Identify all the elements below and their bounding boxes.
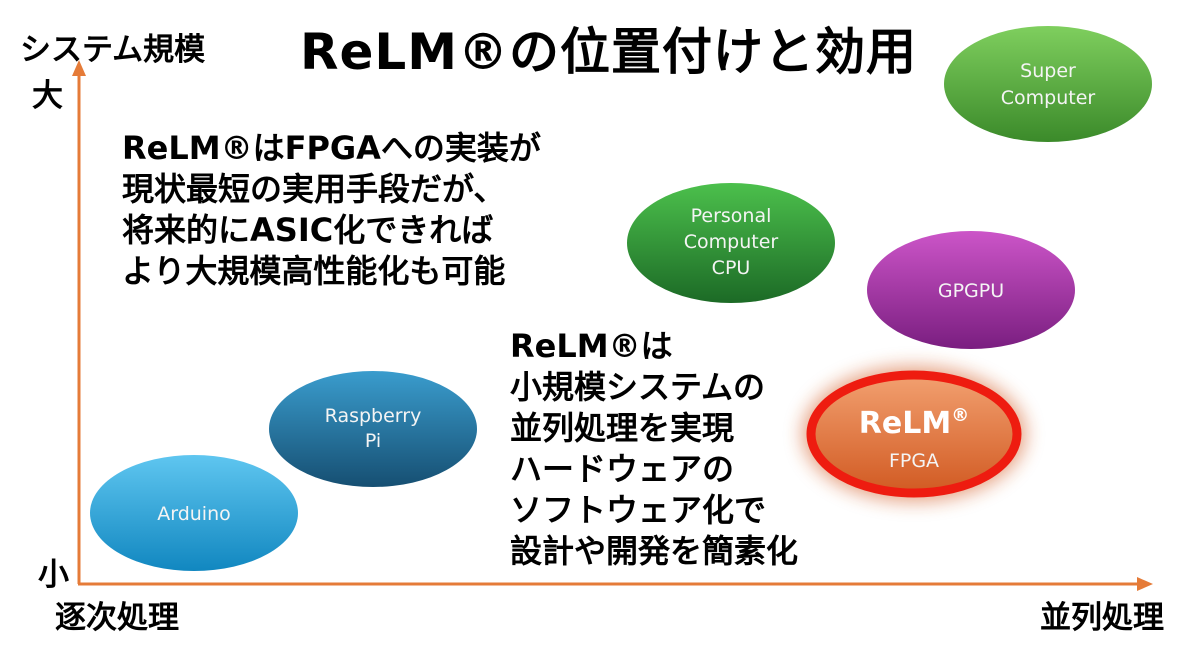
note-line: 設計や開発を簡素化 [510, 532, 799, 570]
note-line: ソフトウェア化で [510, 491, 767, 529]
y-axis-arrowhead [72, 60, 86, 76]
y-axis-low-label: 小 [38, 557, 69, 593]
note-future-asic: ReLM®はFPGAへの実装が 現状最短の実用手段だが、 将来的にASIC化でき… [122, 128, 541, 292]
note-line: ReLM®はFPGAへの実装が [122, 129, 541, 167]
node-gpgpu-label: GPGPU [938, 280, 1004, 302]
node-arduino: Arduino [90, 455, 298, 571]
note-line: ハードウェアの [510, 450, 735, 488]
note-line: 将来的にASIC化できれば [122, 211, 494, 249]
note-line: 現状最短の実用手段だが、 [122, 170, 506, 208]
page-title: ReLM®の位置付けと効用 [300, 23, 918, 81]
x-axis-left-label: 逐次処理 [55, 600, 179, 636]
note-line: 小規模システムの [510, 368, 766, 406]
x-axis-right-label: 並列処理 [1040, 600, 1164, 636]
node-relm-sub: FPGA [889, 450, 939, 472]
note-line: ReLM®は [510, 327, 673, 365]
y-axis-label: システム規模 [20, 32, 206, 68]
note-line: 並列処理を実現 [510, 409, 735, 447]
note-line: より大規模高性能化も可能 [122, 252, 506, 290]
note-relm-benefits: ReLM®は 小規模システムの 並列処理を実現 ハードウェアの ソフトウェア化で… [510, 326, 798, 572]
x-axis-arrowhead [1137, 577, 1153, 591]
node-arduino-label: Arduino [157, 503, 231, 525]
y-axis-high-label: 大 [32, 78, 63, 114]
node-relm-name: ReLM® [859, 405, 969, 441]
node-gpgpu: GPGPU [867, 231, 1075, 349]
node-relm-fpga: ReLM® FPGA [802, 366, 1026, 502]
